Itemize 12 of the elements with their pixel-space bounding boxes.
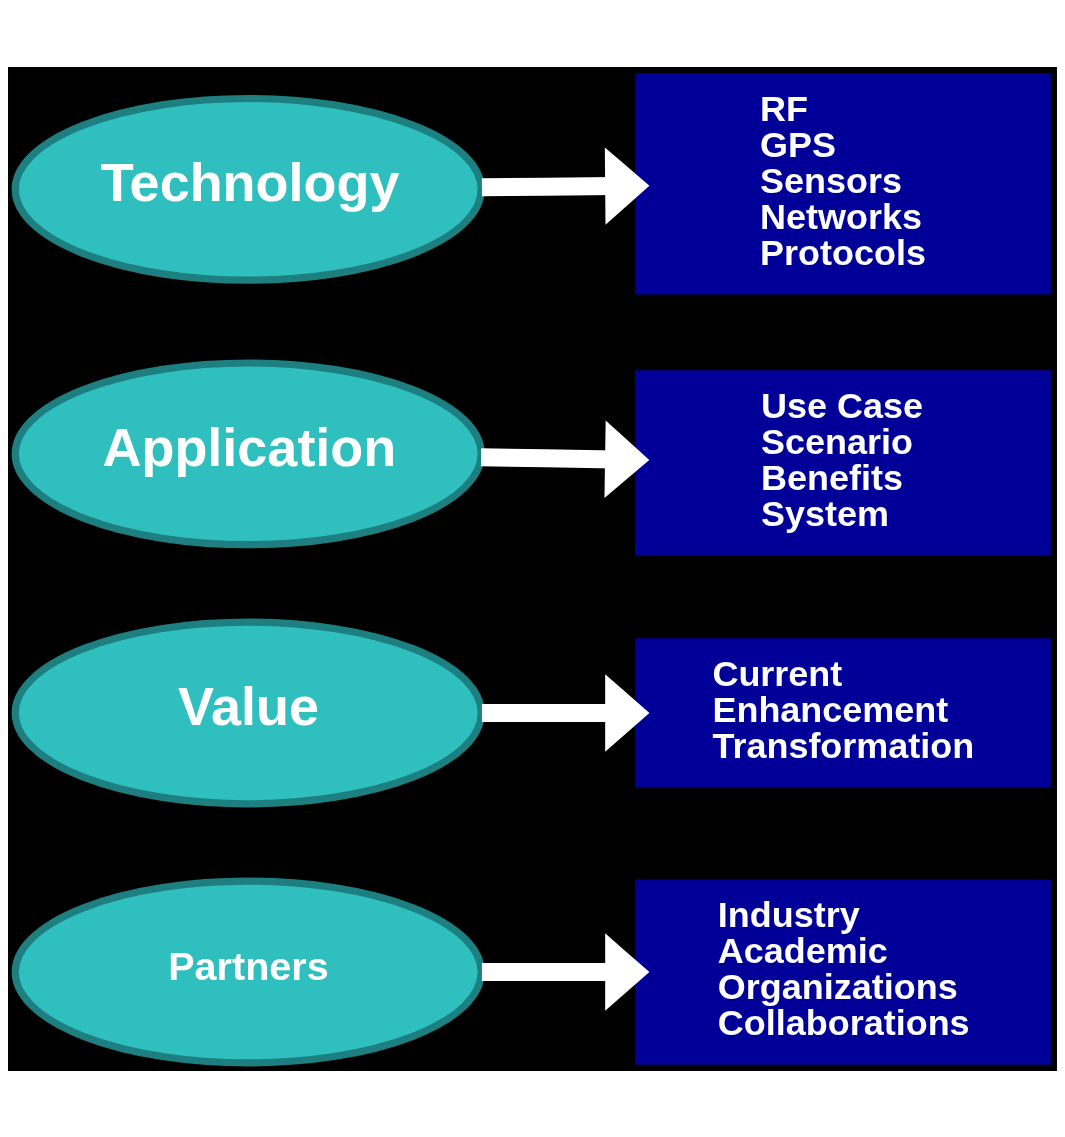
node-ellipse: Partners: [11, 877, 485, 1066]
node-box: Industry Academic Organizations Collaborations: [635, 878, 1051, 1065]
node-ellipse: Value: [11, 618, 485, 807]
node-ellipse: Technology: [11, 94, 485, 284]
node-box: RF GPS Sensors Networks Protocols: [635, 72, 1051, 295]
node-box: Use Case Scenario Benefits System: [635, 369, 1051, 555]
arrow: [480, 420, 650, 498]
arrow: [481, 673, 650, 752]
arrow: [481, 932, 650, 1011]
node-ellipse: Application: [11, 358, 485, 548]
node-box: Current Enhancement Transformation: [635, 637, 1051, 788]
arrow: [481, 146, 650, 225]
